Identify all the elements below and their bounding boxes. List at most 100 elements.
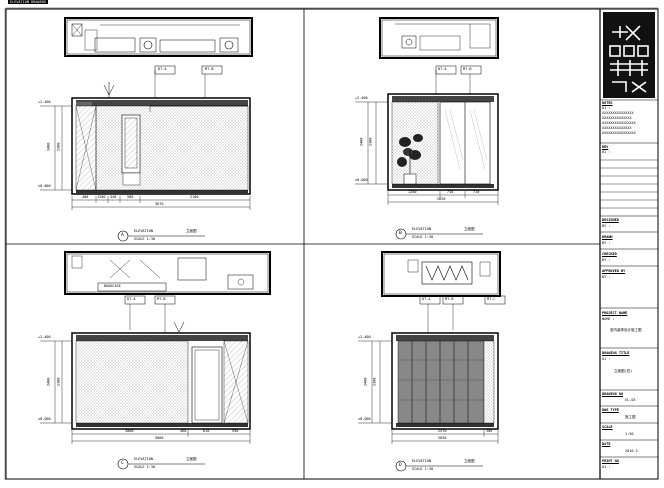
plant-icon [397,134,423,185]
view-b-tag-1: DT-A [438,67,447,71]
view-d-tag-2: MT-B [445,297,454,301]
drawn-value: BY : [602,241,611,245]
checked-label: CHECKED [602,252,617,256]
view-d-dim-2: 300 [486,429,493,433]
view-c-caption: ELEVATION [134,457,153,461]
notes-line-6: XXXXXXXXXXXXXXXX [602,131,636,135]
view-c-tag-1: DT-A [127,297,136,301]
view-c-dim-4: 590 [232,429,239,433]
project-label: PROJECT NAME [602,311,628,315]
view-d-height-1: 2400 [363,377,368,386]
view-d-tag-1: DT-A [422,297,431,301]
drawing-no-label: DRAWING NO [602,392,624,396]
approved-value: BY : [602,275,611,279]
project-cn: 室内装饰设计施工图 [610,328,642,332]
view-c-level-top: +2.400 [38,335,51,339]
project-value: NAME : [602,317,615,321]
view-d [358,251,506,472]
view-b-scale: SCALE 1:30 [412,235,434,239]
view-b-level-bottom: ±0.000 [355,178,368,182]
checked-value: BY : [602,258,611,262]
view-a-cn: 立面图 [186,229,197,233]
view-b [355,17,499,240]
view-c-tag-2: MT-B [157,297,166,301]
view-d-dim-1: 2570 [438,429,447,433]
designed-label: DESIGNED [602,218,619,222]
view-d-level-bottom: ±0.000 [358,417,371,421]
view-c-dim-1: 3000 [125,429,134,433]
view-d-cn: 立面图 [464,459,475,463]
view-c-dim-2: 460 [180,429,187,433]
notes-line-2: XXXXXXXXXXXXXXX [602,111,634,115]
view-b-total: 2620 [437,197,446,201]
view-d-height-2: 2300 [372,377,377,386]
date-value: 2010.3 [625,449,638,453]
dwg-type-label: DWG TYPE [602,408,619,412]
designed-value: BY : [602,224,611,228]
drawing-no-value: EL-03 [625,398,636,402]
view-b-tag-2: MT-B [463,67,472,71]
view-d-key: D [399,463,402,468]
view-b-dim-2: 710 [447,190,454,194]
notes-line-1: 01 : [602,106,611,110]
view-b-dim-1: 1200 [408,190,417,194]
header-tag: ELEVATION DRAWING [8,0,48,4]
print-value: 01 : [602,465,611,469]
rev-label: REV [602,145,609,149]
view-d-caption: ELEVATION [412,459,431,463]
view-a-total: 3670 [155,202,164,206]
title-block [600,12,658,458]
view-a-height-2: 2300 [56,142,61,151]
view-c-dim-3: 810 [203,429,210,433]
view-a-dim-4: 580 [127,195,134,199]
notes-line-5: XXXXXXXXXXXXXX [602,126,632,130]
scale-value: 1:30 [625,432,634,436]
view-a-caption: ELEVATION [134,229,153,233]
view-a-height-1: 2400 [46,142,51,151]
view-d-total: 2830 [438,436,447,440]
view-d-level-top: +2.400 [358,335,371,339]
view-b-height-2: 2300 [368,137,373,146]
drawing-title-cn: 立面图(四) [614,369,633,373]
view-a [40,17,253,242]
view-d-scale: SCALE 1:30 [412,467,434,471]
rev-value: 01 : [602,150,611,154]
view-c-cn: 立面图 [186,457,197,461]
view-c-total: 5860 [155,436,164,440]
view-c-key: C [121,461,124,466]
scale-label: SCALE [602,425,613,429]
view-d-tag-3: MT-C [487,297,496,301]
plan-a [64,17,253,57]
view-b-cn: 立面图 [464,227,475,231]
view-a-tag-2: MT-B [205,67,214,71]
print-label: PRINT NO [602,459,619,463]
notes-line-3: XXXXXXXXXXXXXX [602,116,632,120]
view-b-caption: ELEVATION [412,227,431,231]
view-a-level-top: +2.400 [38,100,51,104]
view-c-plan-text: BOOKCASE [104,284,121,288]
drawing-title-label: DRAWING TITLE [602,351,630,355]
company-logo [609,25,649,93]
drawn-label: DRAWN [602,235,613,239]
view-a-scale: SCALE 1:30 [134,237,156,241]
drawing-title-value: 01 : [602,357,611,361]
date-label: DATE [602,442,611,446]
view-c [40,251,271,470]
view-b-key: B [399,231,402,236]
view-a-dim-5: 2100 [190,195,199,199]
view-b-height-1: 2400 [359,137,364,146]
view-a-key: A [121,233,124,238]
approved-label: APPROVED BY [602,269,626,273]
view-a-level-bottom: ±0.000 [38,184,51,188]
view-c-level-bottom: ±0.000 [38,417,51,421]
view-a-dim-3: 440 [110,195,117,199]
view-a-tag-1: DT-A [158,67,167,71]
view-c-scale: SCALE 1:30 [134,465,156,469]
notes-label: NOTES [602,101,613,105]
view-c-height-2: 2300 [56,377,61,386]
view-b-level-top: +2.400 [355,96,368,100]
dwg-type-value: 施工图 [625,415,636,419]
view-a-dim-1: 400 [82,195,89,199]
view-b-dim-3: 710 [473,190,480,194]
